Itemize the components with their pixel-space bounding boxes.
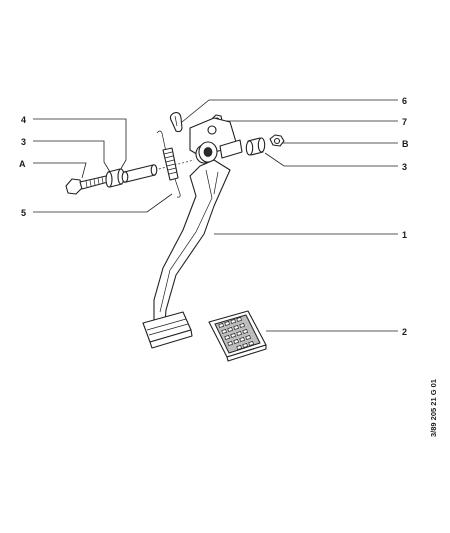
return-spring-5 [156, 130, 181, 198]
leader-line-4 [33, 118, 127, 173]
pedal-pad-2 [208, 310, 267, 362]
bushing-3-left [105, 168, 125, 188]
spacer-tube-4 [121, 164, 158, 183]
callout-label-2: 2 [402, 327, 407, 337]
nut-B [269, 134, 285, 147]
leader-line-6 [181, 99, 398, 123]
callout-label-6: 6 [402, 96, 407, 106]
pedal-pad-grip-pattern [214, 314, 261, 354]
leader-line-5 [33, 193, 173, 213]
callout-label-1: 1 [402, 230, 407, 240]
drawing-reference-code: 3/89 205 21 G 01 [429, 379, 438, 437]
clip-6 [169, 112, 183, 133]
callout-label-5: 5 [21, 208, 26, 218]
callout-label-7: 7 [402, 117, 407, 127]
callout-label-A: A [19, 159, 26, 169]
callout-labels: 4 3 A 5 6 7 B 3 1 2 [19, 96, 409, 337]
callout-label-3-right: 3 [402, 162, 407, 172]
callout-label-4: 4 [21, 115, 26, 125]
pedal-arm-1 [142, 117, 243, 349]
callout-label-B: B [402, 139, 409, 149]
bushing-3-right [245, 137, 266, 156]
callout-label-3-left: 3 [21, 137, 26, 147]
bolt-A [65, 175, 109, 195]
leader-line-3-left [33, 140, 111, 173]
leader-line-3-right [264, 152, 398, 167]
leader-line-A [33, 162, 87, 179]
